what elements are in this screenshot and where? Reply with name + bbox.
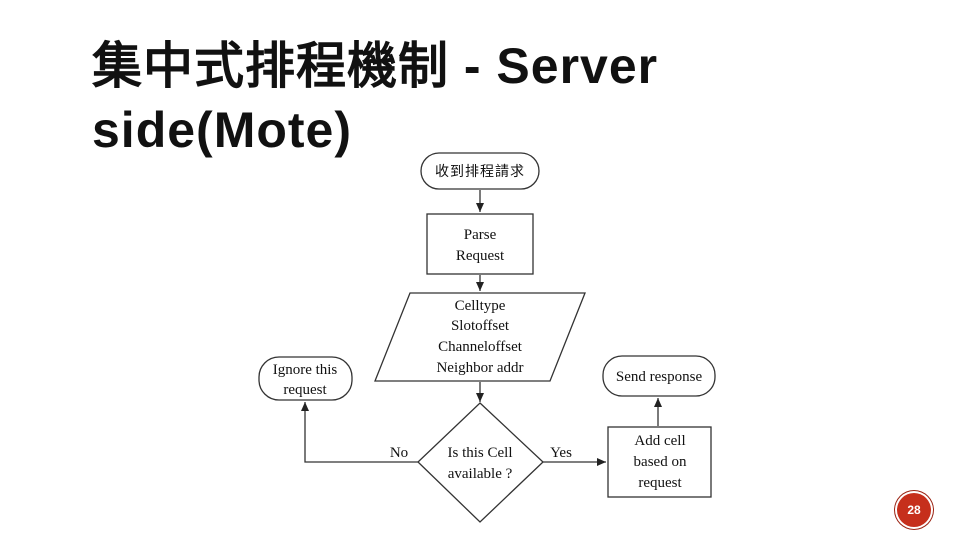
parse-label-line-1: Parse xyxy=(464,227,497,243)
decision-label-line-1: Is this Cell xyxy=(447,445,512,461)
decision-diamond xyxy=(417,402,544,523)
slide-title: 集中式排程機制 - Server side(Mote) xyxy=(92,34,712,162)
add-cell-label-line-1: Add cell xyxy=(634,433,685,449)
slide-title-line-2: side(Mote) xyxy=(92,102,352,158)
start-terminator xyxy=(420,152,540,190)
start-label: 收到排程請求 xyxy=(435,164,525,180)
yes-branch-label: Yes xyxy=(550,445,572,461)
parse-request-box xyxy=(426,213,534,275)
ignore-request-terminator xyxy=(258,356,353,401)
add-cell-label-line-2: based on xyxy=(634,454,687,470)
no-branch-label: No xyxy=(390,445,408,461)
ignore-label-line-1: Ignore this xyxy=(273,362,338,378)
flow-connectors xyxy=(301,190,662,466)
add-cell-label-line-3: request xyxy=(638,475,682,491)
field-neighbor-addr: Neighbor addr xyxy=(436,360,523,376)
decision-label-line-2: available ? xyxy=(448,466,513,482)
send-response-terminator xyxy=(602,355,716,397)
arrow-decision-to-ignore xyxy=(301,402,418,463)
page-number: 28 xyxy=(907,503,921,517)
add-cell-box xyxy=(607,426,712,498)
slide-title-line-1: 集中式排程機制 - Server xyxy=(92,38,659,94)
ignore-label-line-2: request xyxy=(283,382,327,398)
field-slotoffset: Slotoffset xyxy=(451,318,510,334)
fields-data-box xyxy=(374,292,586,382)
field-celltype: Celltype xyxy=(455,298,506,314)
page-number-badge: 28 xyxy=(897,493,931,527)
parse-label-line-2: Request xyxy=(456,248,505,264)
field-channeloffset: Channeloffset xyxy=(438,339,523,355)
send-response-label: Send response xyxy=(616,369,703,385)
